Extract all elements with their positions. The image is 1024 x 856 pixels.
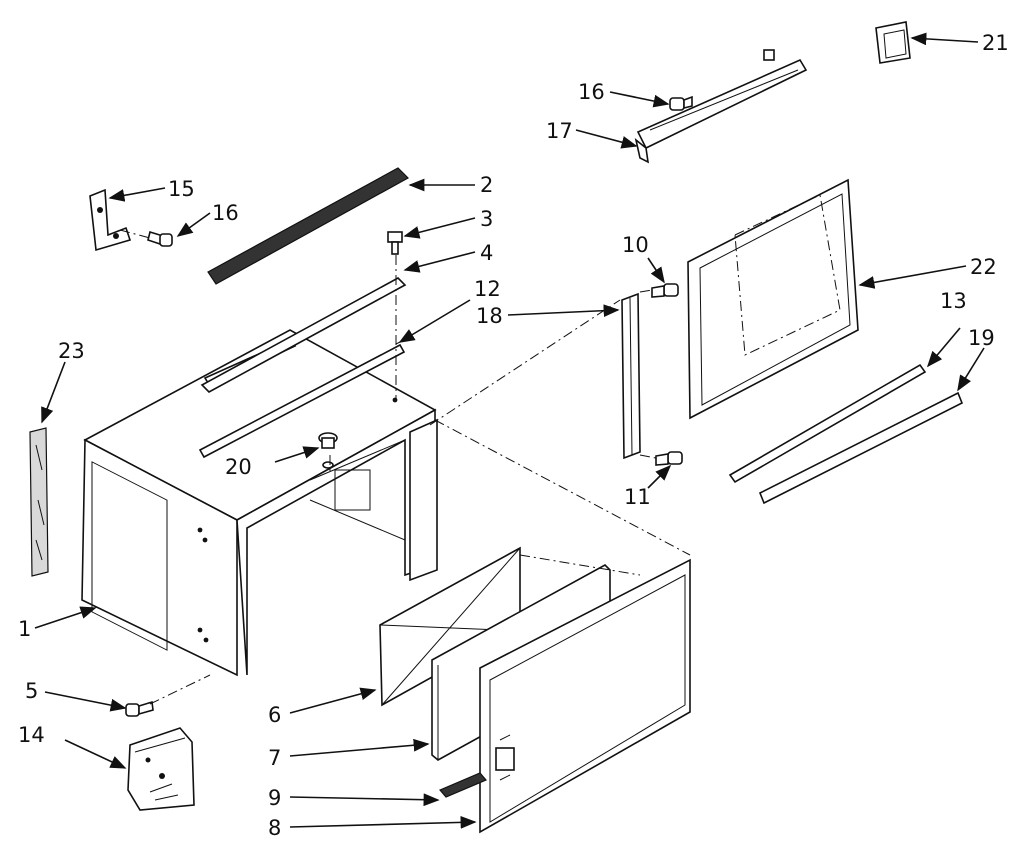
- label-4: 4: [480, 241, 493, 265]
- label-11: 11: [624, 485, 651, 509]
- part-screw-16-left: [147, 230, 173, 247]
- label-23: 23: [58, 339, 85, 363]
- label-3: 3: [480, 207, 493, 231]
- label-14: 14: [18, 723, 45, 747]
- label-18: 18: [476, 304, 503, 328]
- callout-labels: 1 2 3 4 5 6 7 8 9 10 11 12 13 14 15 16 1…: [18, 31, 1009, 840]
- label-5: 5: [25, 679, 38, 703]
- label-2: 2: [480, 173, 493, 197]
- label-8: 8: [268, 816, 281, 840]
- part-hardware-bag-14: [127, 727, 195, 811]
- part-top-rail: [207, 167, 409, 285]
- label-17: 17: [546, 119, 573, 143]
- label-12: 12: [474, 277, 501, 301]
- part-screw-5: [125, 700, 154, 717]
- part-bracket-15: [89, 188, 132, 252]
- label-16-left: 16: [212, 201, 239, 225]
- part-block-21: [875, 21, 911, 64]
- part-bar-9: [439, 772, 487, 798]
- part-seal-13: [728, 363, 927, 484]
- part-screw-16-right: [669, 95, 693, 111]
- part-plug-20: [318, 432, 338, 469]
- label-19: 19: [968, 326, 995, 350]
- label-1: 1: [18, 617, 31, 641]
- label-9: 9: [268, 786, 281, 810]
- part-screw-10: [651, 283, 679, 298]
- label-6: 6: [268, 703, 281, 727]
- part-side-seal-23: [29, 427, 49, 577]
- label-7: 7: [268, 746, 281, 770]
- part-seal-strip-upper: [200, 277, 407, 393]
- label-22: 22: [970, 255, 997, 279]
- part-rear-panel-22: [687, 178, 859, 420]
- assembly-lines: [119, 229, 691, 705]
- part-screw-11: [655, 451, 683, 466]
- label-13: 13: [940, 289, 967, 313]
- part-seal-19: [758, 391, 964, 505]
- label-10: 10: [622, 233, 649, 257]
- label-16-right: 16: [578, 80, 605, 104]
- label-21: 21: [982, 31, 1009, 55]
- label-20: 20: [225, 455, 252, 479]
- leader-arrows: [34, 32, 985, 829]
- label-15: 15: [168, 177, 195, 201]
- part-screw-3: [387, 231, 403, 255]
- part-rail-bracket-17: [634, 49, 808, 164]
- part-channel-18: [621, 292, 641, 460]
